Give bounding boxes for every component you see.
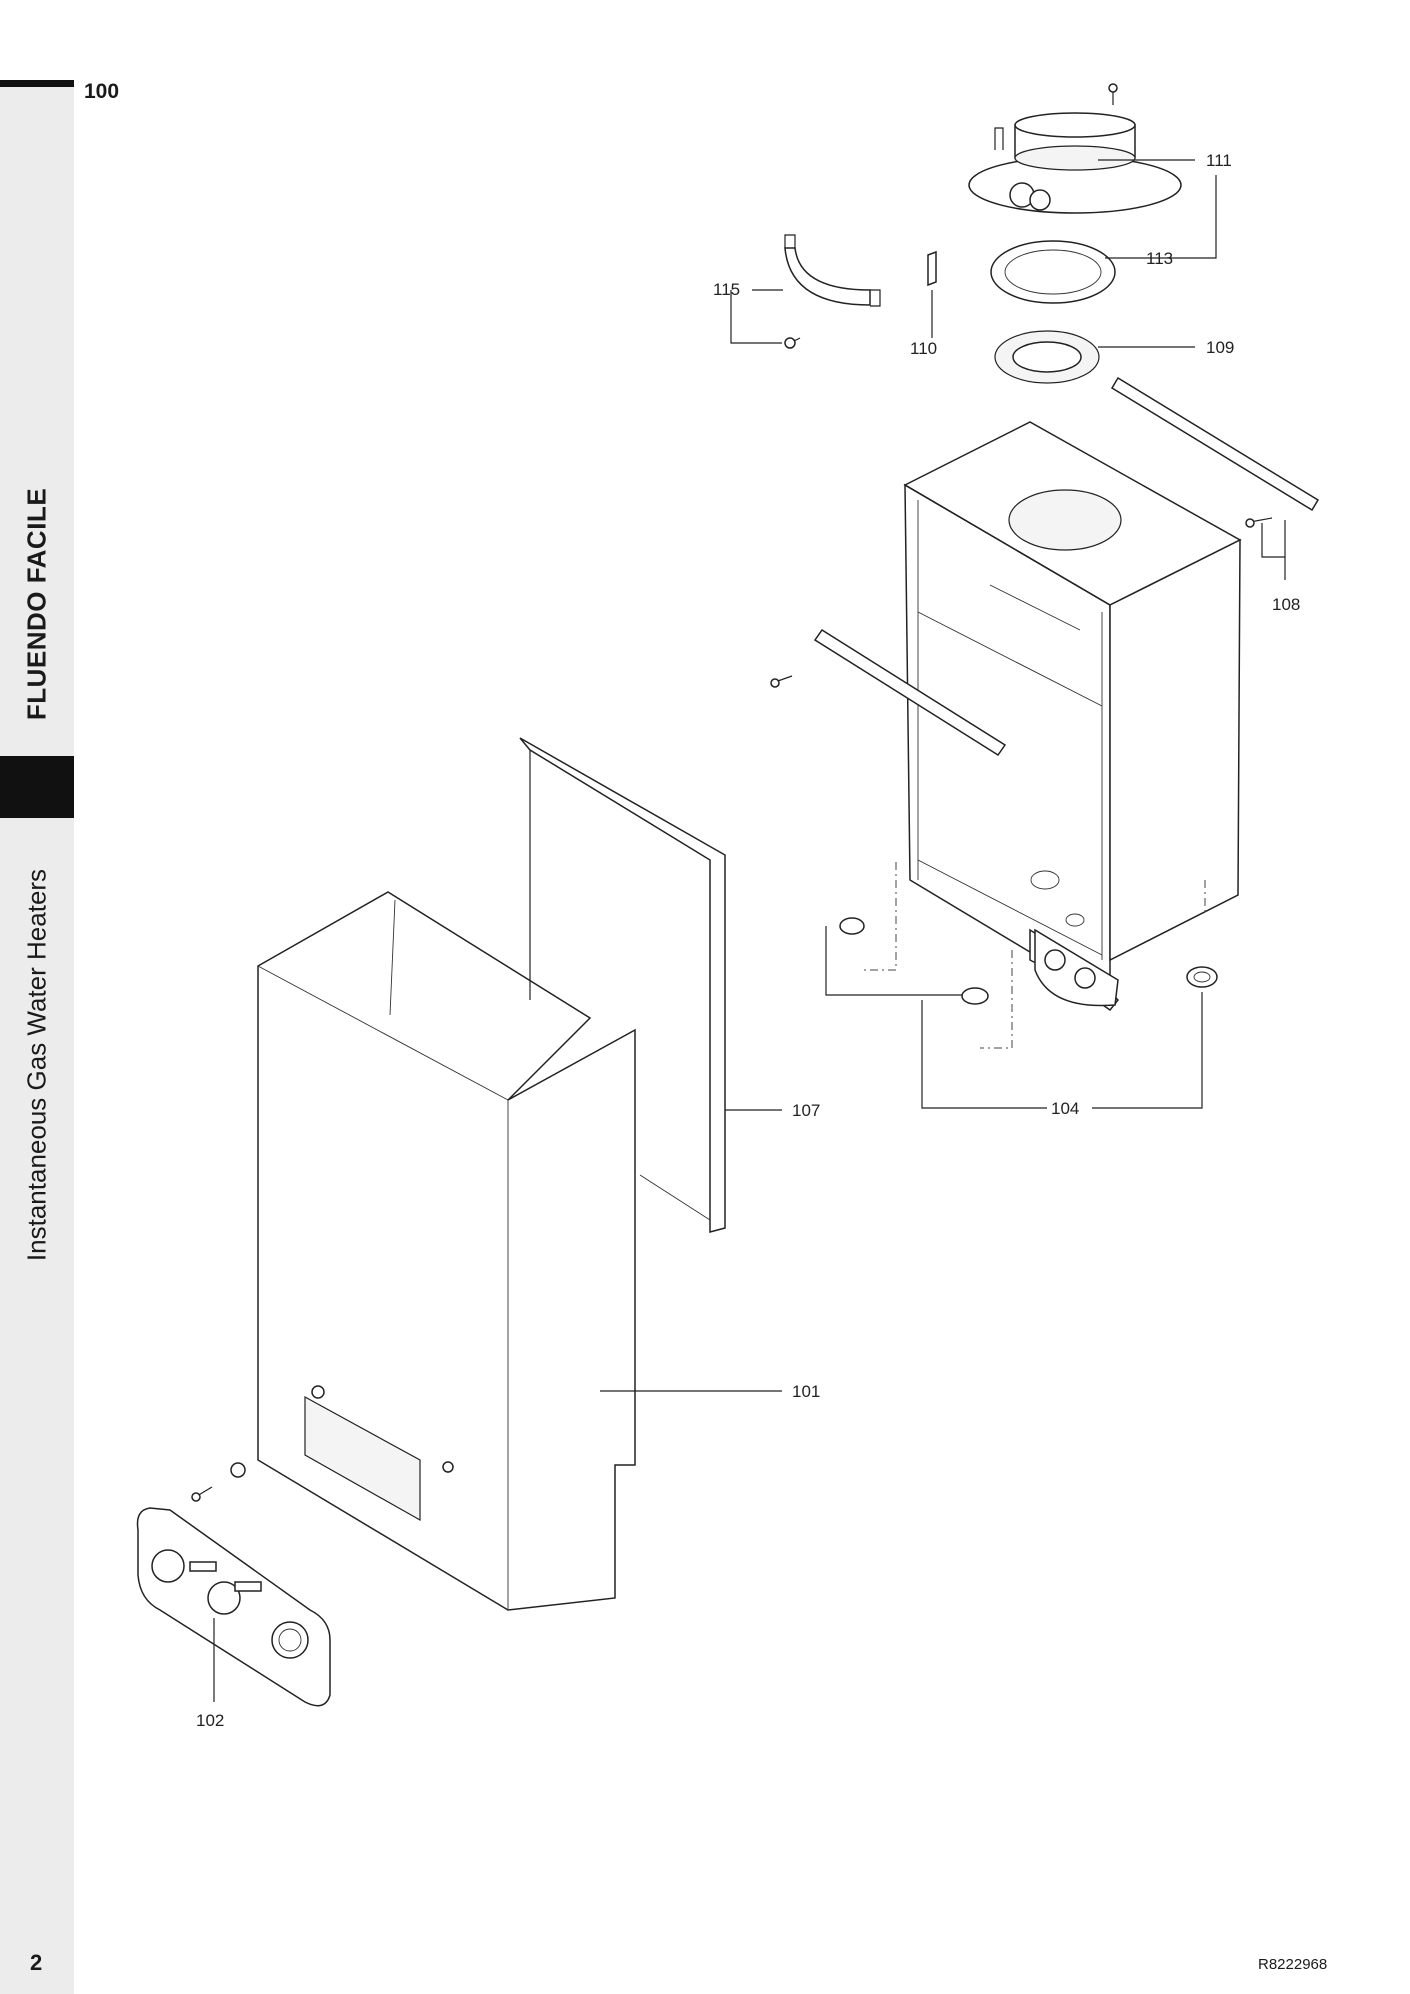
part-gasket-ring bbox=[990, 240, 1116, 304]
callout-110: 110 bbox=[910, 339, 937, 358]
callout-104: 104 bbox=[1051, 1099, 1079, 1118]
section-number: 100 bbox=[84, 80, 120, 103]
part-seal-ring bbox=[994, 330, 1100, 384]
document-reference: R8222968 bbox=[1258, 1956, 1328, 1973]
part-control-panel bbox=[136, 1462, 331, 1707]
sidebar-black-block bbox=[0, 756, 74, 818]
part-cross-member bbox=[770, 628, 1007, 757]
part-grommets bbox=[839, 917, 1218, 1005]
part-small-bracket bbox=[927, 250, 937, 287]
sidebar-top-rule bbox=[0, 80, 74, 87]
callout-115: 115 bbox=[713, 280, 740, 299]
callout-102: 102 bbox=[196, 1711, 224, 1730]
callout-101: 101 bbox=[792, 1382, 820, 1401]
callout-109: 109 bbox=[1206, 338, 1234, 357]
callout-111: 111 bbox=[1206, 151, 1232, 170]
leader-lines bbox=[213, 159, 1286, 1702]
part-flue-collar bbox=[968, 83, 1182, 214]
callout-113: 113 bbox=[1146, 249, 1173, 268]
page-number: 2 bbox=[30, 1950, 43, 1975]
part-pipe-clamp bbox=[784, 234, 881, 349]
sidebar-strip bbox=[0, 80, 74, 1994]
part-front-casing bbox=[257, 891, 636, 1611]
callout-107: 107 bbox=[792, 1101, 820, 1120]
callout-108: 108 bbox=[1272, 595, 1300, 614]
part-main-frame bbox=[903, 421, 1242, 1012]
part-side-panel bbox=[519, 737, 726, 1233]
part-wall-rail bbox=[1110, 376, 1320, 512]
part-screw-108 bbox=[1245, 517, 1273, 528]
part-bottom-fittings bbox=[1034, 928, 1119, 1007]
